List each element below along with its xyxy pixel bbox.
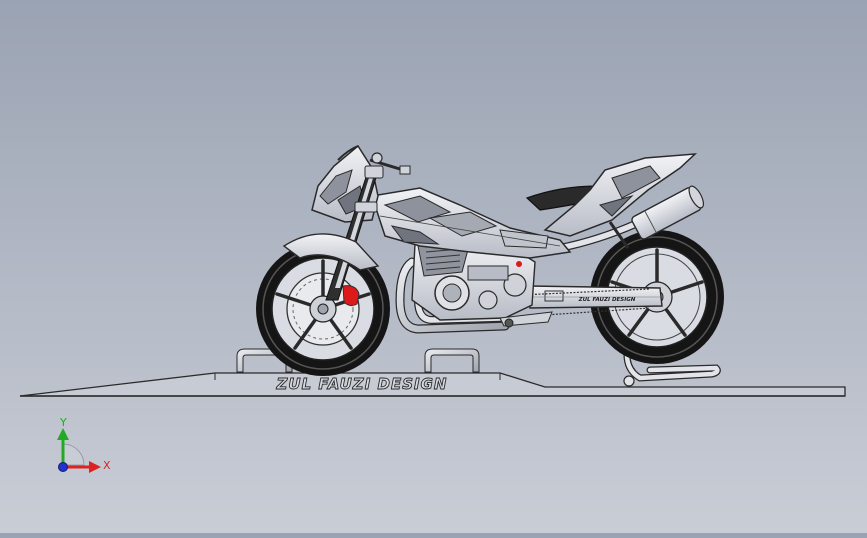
y-axis-arrowhead [57,428,69,440]
y-axis-label: Y [59,416,67,429]
handlebar [369,152,411,175]
tail-fairing [543,153,698,249]
swingarm [527,285,663,309]
frame-and-fuel-tank [371,187,572,259]
front-fender [282,233,380,271]
footrest [499,311,553,328]
front-wheel [256,242,390,376]
z-axis-dot [58,462,68,472]
swingarm-label: ZUL FAUZI DESIGN [578,297,636,303]
display-platform [19,372,846,397]
platform-label: ZUL FAUZI DESIGN [276,375,448,393]
coordinate-triad[interactable]: Y X [57,416,111,473]
x-axis-label: X [103,459,111,472]
brake-caliper [342,285,360,307]
x-axis-arrowhead [89,461,101,473]
